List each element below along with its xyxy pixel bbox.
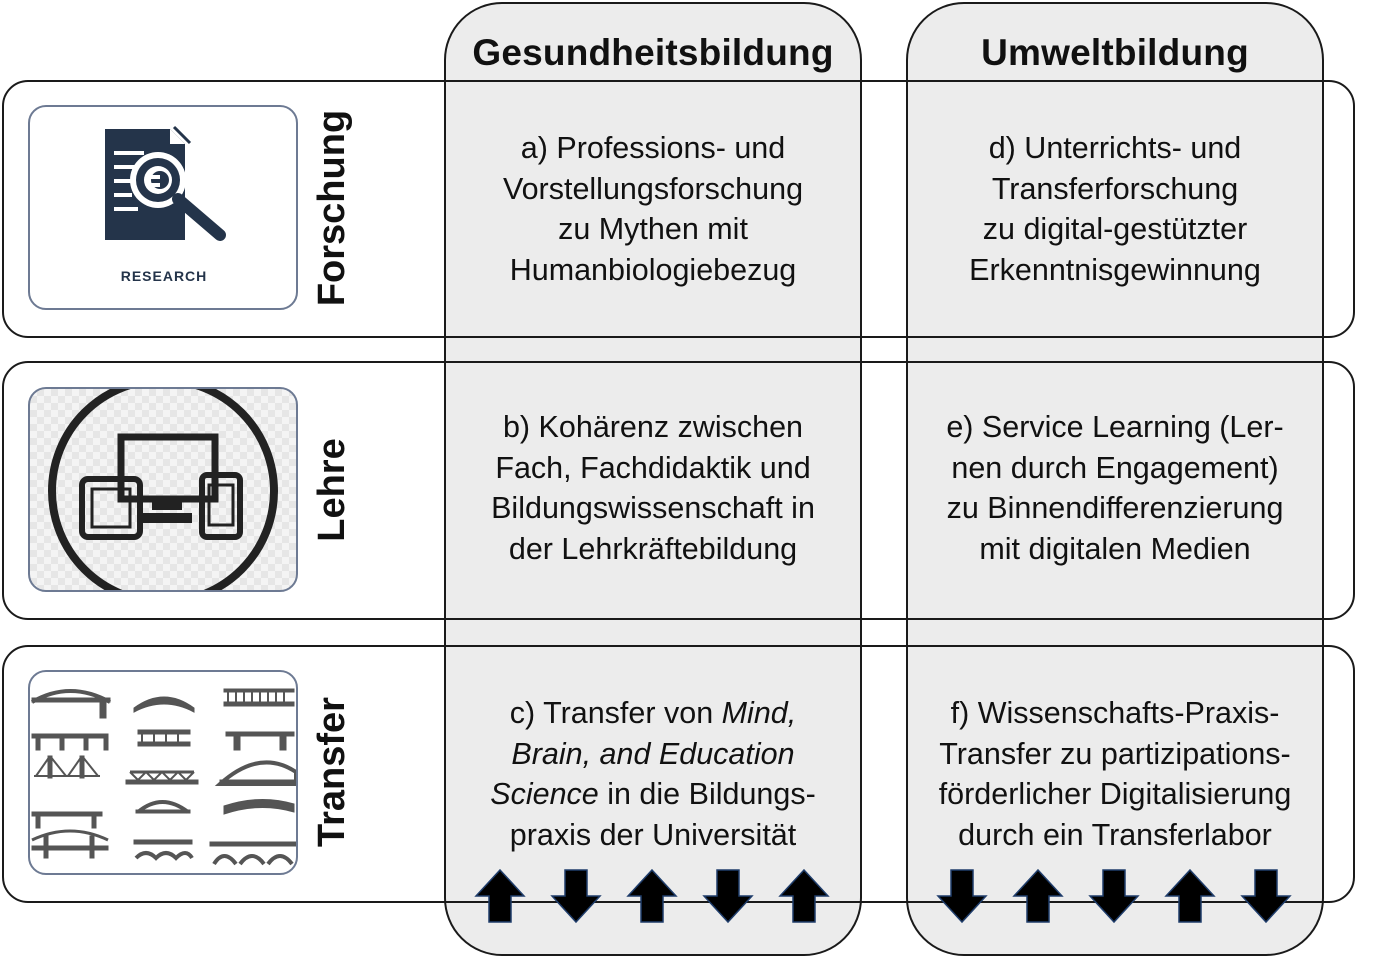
cell-e-line: zu Binnendifferenzierung: [946, 491, 1284, 525]
cell-a-line: Humanbiologiebezug: [509, 252, 797, 287]
row-lehre: [2, 361, 1355, 620]
cell-c-italic: Brain, and Education: [511, 736, 795, 771]
cell-b-line: der Lehrkräftebildung: [508, 531, 798, 566]
cell-c-line: Brain, and Education: [444, 734, 862, 775]
arrows-umweltbildung: [936, 868, 1296, 924]
cell-a: a) Professions- und Vorstellungsforschun…: [444, 128, 862, 290]
cell-c-line: praxis der Universität: [509, 817, 797, 852]
cell-f-line: Transfer zu partizipations-: [939, 736, 1291, 771]
cell-a-line: a) Professions- und: [520, 131, 786, 165]
research-image: RESEARCH: [28, 105, 298, 310]
cell-c-text: in die Bildungs-: [598, 777, 816, 811]
cell-e-line: mit digitalen Medien: [979, 531, 1251, 566]
row-label-forschung: Forschung: [311, 109, 353, 307]
cell-d: d) Unterrichts- und Transferforschung zu…: [906, 128, 1324, 290]
cell-f: f) Wissenschafts-Praxis- Transfer zu par…: [906, 693, 1324, 855]
research-icon: RESEARCH: [105, 125, 226, 284]
cell-c-italic: Science: [490, 777, 599, 811]
row-transfer: [2, 645, 1355, 903]
cell-d-line: d) Unterrichts- und: [988, 131, 1242, 165]
arrow-down-icon: [936, 869, 988, 924]
arrow-up-icon: [626, 868, 678, 923]
devices-image: [28, 387, 298, 592]
row-label-lehre: Lehre: [311, 438, 353, 542]
cell-d-line: zu digital-gestützter: [982, 212, 1248, 246]
cell-a-line: Vorstellungsforschung: [502, 171, 804, 206]
cell-c-line: c) Transfer von Mind,: [444, 693, 862, 734]
cell-e-line: nen durch Engagement): [951, 450, 1279, 485]
column-title-gesundheitsbildung: Gesundheitsbildung: [472, 32, 834, 73]
cell-e-line: e) Service Learning (Ler-: [946, 410, 1284, 444]
cell-d-line: Transferforschung: [991, 171, 1239, 206]
column-gesundheitsbildung: Gesundheitsbildung: [444, 2, 862, 956]
bridges-image: [28, 670, 298, 875]
arrow-up-icon: [778, 868, 830, 923]
cell-f-line: f) Wissenschafts-Praxis-: [950, 696, 1280, 730]
column-title-umweltbildung: Umweltbildung: [981, 32, 1249, 73]
arrow-down-icon: [1088, 869, 1140, 924]
column-umweltbildung: Umweltbildung: [906, 2, 1324, 956]
arrows-gesundheitsbildung: [474, 868, 834, 924]
bridges-icon: [30, 688, 296, 866]
research-caption: RESEARCH: [121, 268, 208, 284]
cell-a-line: zu Mythen mit: [558, 212, 748, 246]
arrow-down-icon: [702, 869, 754, 924]
cell-d-line: Erkenntnisgewinnung: [969, 252, 1261, 287]
arrow-up-icon: [474, 868, 526, 923]
cell-e: e) Service Learning (Ler- nen durch Enga…: [906, 407, 1324, 569]
arrow-up-icon: [1012, 868, 1064, 923]
cell-b: b) Kohärenz zwischen Fach, Fachdidaktik …: [444, 407, 862, 569]
devices-icon: [48, 389, 278, 590]
cell-c: c) Transfer von Mind, Brain, and Educati…: [444, 693, 862, 855]
cell-f-line: durch ein Transferlabor: [958, 817, 1272, 852]
cell-b-line: b) Kohärenz zwischen: [502, 410, 804, 444]
arrow-down-icon: [1240, 869, 1292, 924]
arrow-up-icon: [1164, 868, 1216, 923]
row-forschung: [2, 80, 1355, 338]
cell-b-line: Fach, Fachdidaktik und: [495, 450, 811, 485]
cell-f-line: förderlicher Digitalisierung: [938, 777, 1292, 811]
cell-b-line: Bildungswissenschaft in: [491, 491, 815, 525]
cell-c-text: c) Transfer von: [509, 696, 722, 730]
cell-c-line: Science in die Bildungs-: [444, 774, 862, 815]
row-label-transfer: Transfer: [311, 697, 353, 847]
cell-c-italic: Mind,: [721, 696, 797, 730]
arrow-down-icon: [550, 869, 602, 924]
